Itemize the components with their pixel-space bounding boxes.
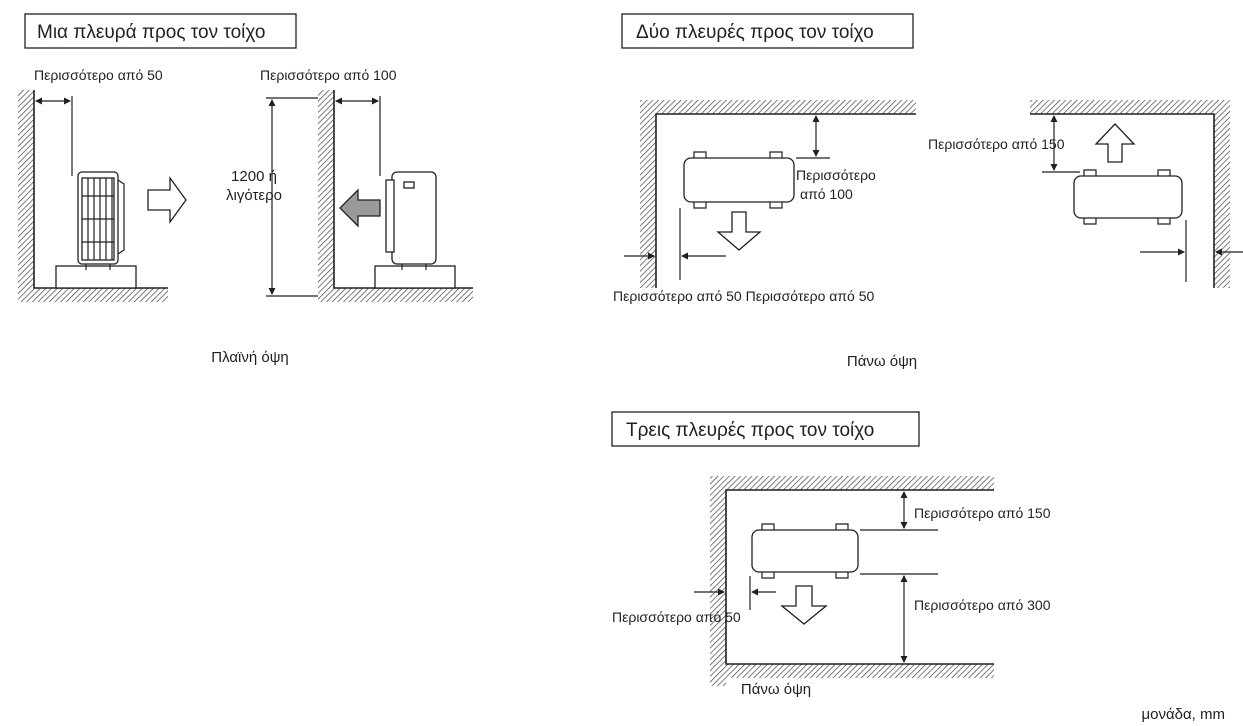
height-label-line2: λιγότερο (226, 187, 282, 204)
caption-side-view: Πλαϊνή όψη (211, 349, 289, 366)
unit-lugs-right (1083, 169, 1171, 225)
unit-foot-right (401, 264, 427, 270)
wall-edge-top (725, 489, 994, 665)
unit-panel-right (385, 179, 395, 253)
unit-base-right (374, 265, 456, 289)
title-box (24, 13, 297, 49)
unit-note: μονάδα, mm (1141, 706, 1225, 723)
dim-label-150: Περισσότερο από 150 (928, 136, 1065, 152)
wall-top-hatch (710, 476, 994, 490)
airflow-arrow-down (716, 211, 762, 251)
wall-hatch (18, 90, 34, 290)
height-label-line1: 1200 ή (231, 168, 277, 185)
dim-label-50: Περισσότερο από 50 (34, 67, 163, 83)
unit-top-view (751, 529, 859, 573)
dim-label-50: Περισσότερο από 50 (612, 609, 741, 625)
wall-edge (655, 113, 916, 288)
unit-base (55, 265, 137, 289)
wall-edge-right (1030, 113, 1215, 288)
dim-label-bottom: Περισσότερο από 50 Περισσότερο από 50 (613, 288, 875, 304)
unit-window-right (403, 181, 415, 189)
panel-title: Δύο πλευρές προς τον τοίχο (636, 22, 874, 43)
grille-bars (82, 178, 114, 260)
airflow-arrow (147, 176, 187, 224)
unit-foot (85, 264, 111, 270)
wall-right-hatch (1214, 100, 1230, 288)
panel-two-sides: Δύο πλευρές προς τον τοίχο Περισσότερο α… (613, 13, 1243, 370)
airflow-arrow-down (780, 585, 828, 625)
dim-label-100-line2: από 100 (800, 186, 853, 202)
wall-left-hatch (710, 476, 726, 686)
caption-top-view: Πάνω όψη (847, 353, 917, 370)
wall-top-hatch (640, 100, 916, 114)
wall-bottom-hatch (710, 664, 994, 678)
title-box (611, 411, 920, 447)
unit-lugs (761, 523, 849, 579)
panel-title: Τρεις πλευρές προς τον τοίχο (626, 420, 874, 441)
floor-hatch-right (318, 288, 473, 302)
dim-label-100: Περισσότερο από 100 (260, 67, 397, 83)
panel-title: Μια πλευρά προς τον τοίχο (37, 22, 265, 43)
airflow-arrow-up (1094, 123, 1136, 163)
caption-top-view: Πάνω όψη (741, 681, 811, 698)
panel-three-sides: Τρεις πλευρές προς τον τοίχο Περισσότερο… (611, 411, 1051, 698)
unit-top-view-right (1073, 175, 1183, 219)
title-box (621, 13, 914, 49)
floor-hatch (18, 288, 168, 302)
unit-side-panel (117, 179, 125, 255)
dim-label-100-line1: Περισσότερο (796, 167, 876, 183)
wall-hatch-right (318, 90, 334, 290)
panel-one-side: Μια πλευρά προς τον τοίχο Περισσότερο απ… (18, 13, 473, 366)
dim-label-150: Περισσότερο από 150 (914, 505, 1051, 521)
unit-lugs (693, 151, 783, 209)
airflow-arrow-left (339, 188, 381, 228)
unit-top-view (683, 157, 795, 203)
dim-label-300: Περισσότερο από 300 (914, 597, 1051, 613)
wall-left-hatch (640, 100, 656, 288)
wall-top-hatch-right (1030, 100, 1230, 114)
